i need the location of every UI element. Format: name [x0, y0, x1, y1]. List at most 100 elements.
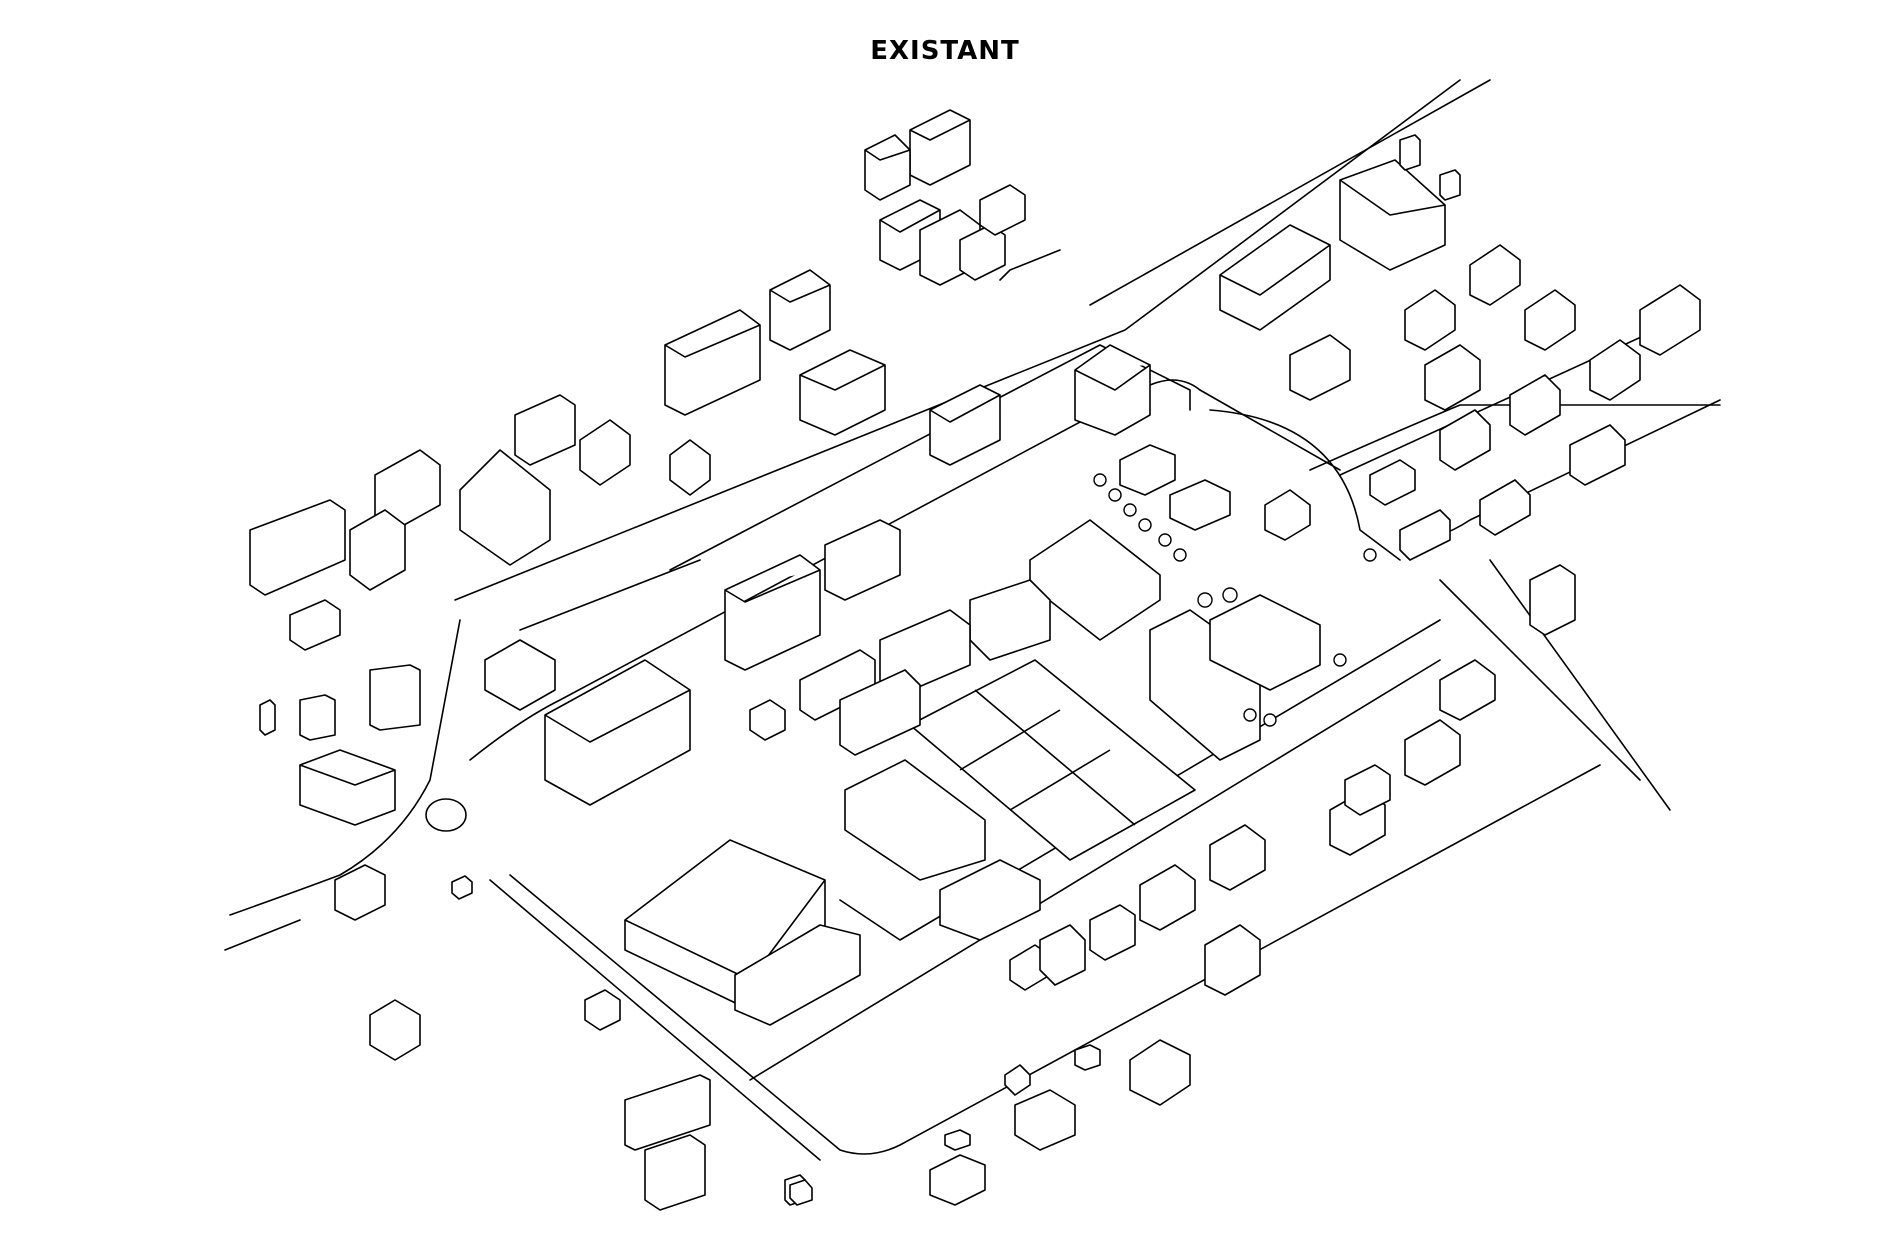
house	[584, 989, 621, 1031]
tree	[1123, 503, 1137, 517]
small-building	[451, 875, 473, 900]
central-building-west-wing	[969, 579, 1051, 661]
roundabout	[425, 798, 467, 832]
inner-block-north	[669, 344, 1191, 571]
sports-ground	[909, 659, 1196, 861]
lot-line-north	[999, 249, 1061, 281]
house	[1439, 659, 1496, 721]
house	[1439, 409, 1491, 471]
house	[1509, 374, 1561, 436]
building	[799, 349, 886, 436]
building	[979, 184, 1026, 236]
building	[259, 699, 276, 736]
building	[459, 449, 551, 566]
tree	[1093, 473, 1107, 487]
house	[1404, 289, 1456, 351]
building	[514, 394, 576, 466]
house	[1529, 564, 1576, 636]
building	[1439, 169, 1461, 201]
lot-line-west	[519, 559, 701, 631]
tree	[1333, 653, 1347, 667]
main-avenue-north-edge-b	[1089, 79, 1491, 306]
tree	[1138, 518, 1152, 532]
tree	[1243, 708, 1257, 722]
building	[1219, 224, 1331, 331]
page-title: EXISTANT	[870, 36, 1020, 66]
building	[299, 694, 336, 741]
house	[369, 999, 421, 1061]
small-building	[749, 699, 786, 741]
house	[1089, 904, 1136, 961]
house	[1569, 424, 1626, 486]
building	[484, 639, 556, 711]
tree	[1173, 548, 1187, 562]
pavilion	[1209, 594, 1321, 691]
house	[1479, 479, 1531, 536]
house	[1424, 344, 1481, 411]
west-road-north	[229, 619, 461, 916]
building	[669, 439, 711, 496]
sports-ground-division	[959, 689, 1136, 826]
house	[1129, 1039, 1191, 1106]
main-avenue-south-edge-b	[1199, 389, 1341, 471]
railway-line	[749, 659, 1441, 1081]
building	[824, 519, 901, 601]
building	[289, 599, 341, 651]
house	[1404, 719, 1461, 786]
hall-annex	[734, 924, 861, 1026]
house	[334, 864, 386, 921]
small-building	[944, 1129, 971, 1151]
large-block	[724, 554, 821, 671]
small-building	[1004, 1064, 1031, 1096]
building	[1399, 134, 1421, 171]
house	[1589, 339, 1641, 401]
house	[789, 1179, 813, 1206]
house	[1369, 459, 1416, 506]
building	[929, 384, 1001, 466]
west-road-south	[224, 919, 301, 951]
house	[1289, 334, 1351, 401]
building	[249, 499, 346, 596]
building	[349, 509, 406, 591]
building	[864, 134, 911, 201]
house	[1399, 509, 1451, 561]
southeast-road-west	[1439, 579, 1641, 781]
southeast-road-east	[1489, 559, 1671, 811]
tree	[1158, 533, 1172, 547]
house	[929, 1154, 986, 1206]
building	[664, 309, 761, 416]
tree	[1263, 713, 1277, 727]
south-street-south-edge	[489, 879, 821, 1161]
small-building	[1264, 489, 1311, 541]
tree-rows	[1093, 473, 1377, 727]
house	[1639, 284, 1701, 356]
main-avenue-north-edge	[454, 79, 1461, 601]
building	[909, 109, 971, 186]
house	[1209, 824, 1266, 891]
house	[1139, 864, 1196, 931]
building	[369, 664, 421, 731]
building	[644, 1134, 706, 1211]
house	[1524, 289, 1576, 351]
main-avenue-south-edge	[469, 379, 1201, 761]
east-road-north	[1309, 404, 1721, 471]
inner-block-court	[1209, 409, 1401, 561]
house	[1014, 1089, 1076, 1151]
building	[1339, 159, 1446, 271]
tree	[1222, 587, 1238, 603]
large-block	[544, 659, 691, 806]
small-building	[1169, 479, 1231, 531]
tree	[1363, 548, 1377, 562]
road-network	[224, 79, 1721, 1161]
tree	[1197, 592, 1213, 608]
building	[844, 759, 986, 881]
building	[769, 269, 831, 351]
building	[939, 859, 1041, 941]
building	[839, 669, 921, 756]
buildings	[249, 109, 1701, 1211]
building	[624, 1074, 711, 1151]
building	[1074, 344, 1151, 436]
house	[1204, 924, 1261, 996]
small-building	[1119, 444, 1176, 496]
